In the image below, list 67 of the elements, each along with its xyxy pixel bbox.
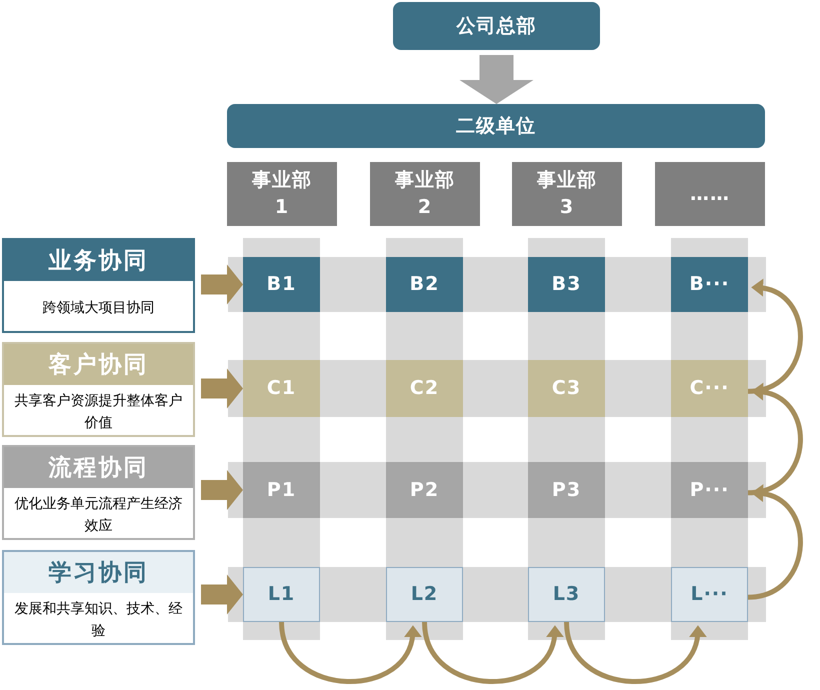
arrow <box>564 622 706 684</box>
grid-cell <box>528 360 605 417</box>
box-label: L··· <box>690 582 728 608</box>
grid-cell <box>386 567 463 622</box>
box-label: 事业部 3 <box>536 168 598 220</box>
box-label: 二级单位 <box>456 114 536 139</box>
headquarters-box <box>393 2 600 50</box>
grid-cell <box>671 462 748 518</box>
synergy-card <box>2 445 195 540</box>
box-label: L1 <box>268 582 296 608</box>
grid-cell <box>671 567 748 622</box>
box-label: 事业部 2 <box>394 168 456 220</box>
arrow <box>422 622 563 684</box>
card-description: 共享客户资源提升整体客户价值 <box>14 392 184 432</box>
card-heading: 学习协同 <box>4 552 193 593</box>
division-box <box>512 162 622 226</box>
card-heading: 流程协同 <box>4 447 193 488</box>
division-box <box>655 162 765 226</box>
box-label: 事业部 1 <box>251 168 313 220</box>
grid-cell <box>386 360 463 417</box>
box-label: C3 <box>552 376 582 402</box>
unit-bar <box>227 104 765 148</box>
grid-cell <box>243 360 320 417</box>
box-label: P2 <box>410 478 440 503</box>
grid-cell <box>528 257 605 312</box>
grid-cell <box>243 257 320 312</box>
card-description: 优化业务单元流程产生经济效应 <box>14 494 184 536</box>
box-label: P3 <box>552 478 582 503</box>
box-label: C2 <box>410 376 440 402</box>
box-label: B3 <box>552 272 582 298</box>
grid-cell <box>386 462 463 518</box>
grid-cell <box>528 567 605 622</box>
box-label: C1 <box>266 376 296 402</box>
division-box <box>227 162 337 226</box>
card-heading: 业务协同 <box>4 240 193 281</box>
box-label: …… <box>689 182 731 207</box>
grid-cell <box>671 257 748 312</box>
box-label: P··· <box>690 478 730 503</box>
division-box <box>370 162 480 226</box>
box-label: C··· <box>690 376 730 402</box>
grid-cell <box>243 567 320 622</box>
box-label: L2 <box>410 582 438 608</box>
arrow <box>201 264 243 304</box>
arrow <box>748 280 803 394</box>
grid-cell <box>671 360 748 417</box>
synergy-card <box>2 342 195 437</box>
arrow <box>201 368 243 408</box>
box-label: B2 <box>410 272 440 298</box>
box-label: B1 <box>266 272 296 298</box>
box-label: L3 <box>552 582 580 608</box>
grid-cell <box>528 462 605 518</box>
card-description: 跨领域大项目协同 <box>42 298 156 318</box>
grid-cell <box>386 257 463 312</box>
arrow <box>748 485 803 600</box>
arrow <box>201 574 243 614</box>
synergy-card <box>2 238 195 333</box>
arrow <box>748 384 803 496</box>
arrow <box>201 470 243 510</box>
card-description: 发展和共享知识、技术、经验 <box>14 600 184 640</box>
box-label: B··· <box>689 272 730 298</box>
card-heading: 客户协同 <box>4 344 193 385</box>
synergy-card <box>2 550 195 645</box>
arrow <box>460 55 534 104</box>
box-label: 公司总部 <box>456 14 536 39</box>
box-label: P1 <box>266 478 296 503</box>
arrow <box>279 622 421 684</box>
grid-cell <box>243 462 320 518</box>
